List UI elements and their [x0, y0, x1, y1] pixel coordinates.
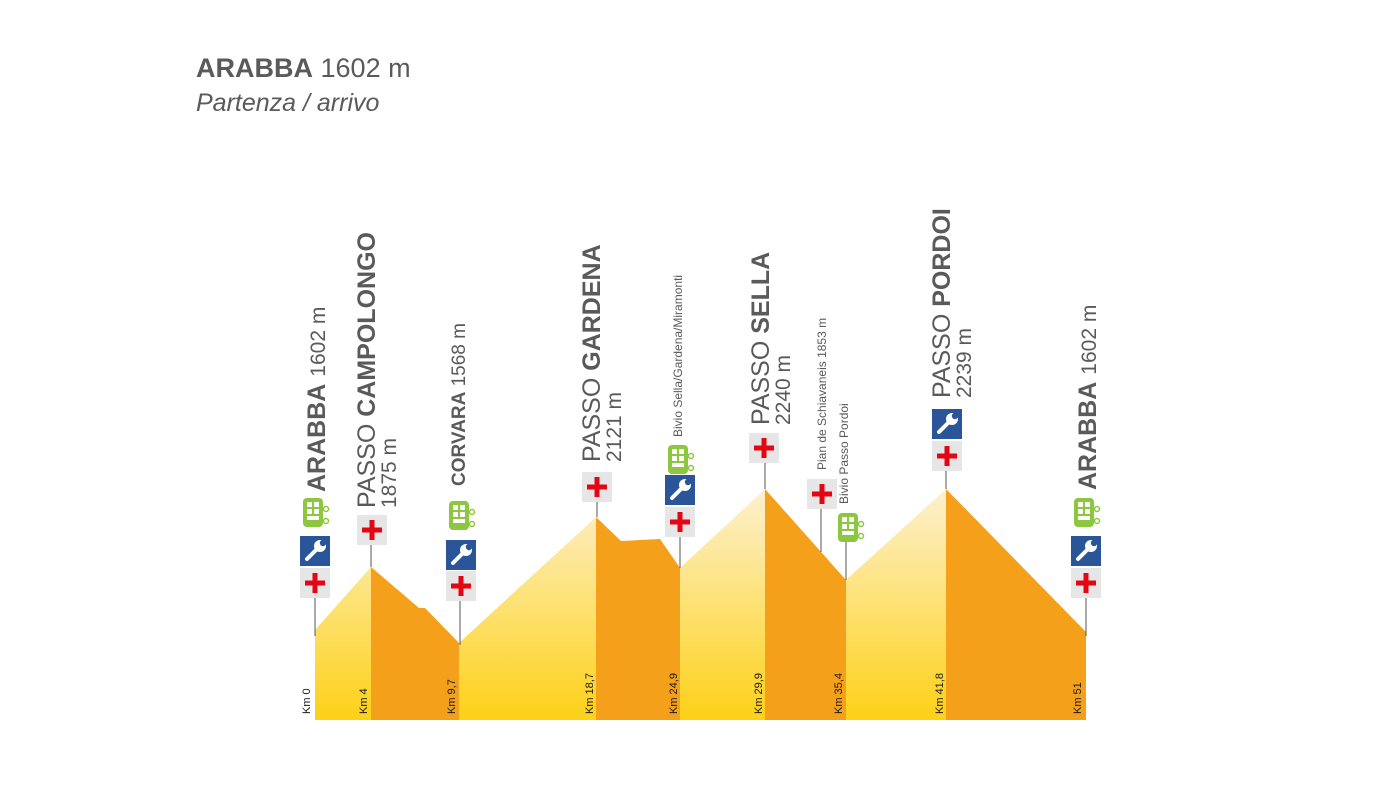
descent-segment-gardena — [596, 517, 680, 720]
bus-icon — [1074, 498, 1101, 527]
repair-icon — [932, 409, 962, 439]
descent-segment-pordoi — [946, 489, 1086, 720]
bus-icon — [838, 513, 865, 542]
repair-icon — [665, 475, 695, 505]
page-title: ARABBA 1602 m — [196, 52, 411, 84]
first-aid-icon — [807, 479, 837, 509]
label-campolongo-elevation: 1875 m — [378, 437, 401, 508]
km-label: Km 4 — [358, 688, 370, 714]
first-aid-icon — [446, 571, 476, 601]
km-label: Km 29,9 — [753, 673, 765, 714]
label-bivio-pordoi: Bivio Passo Pordoi — [837, 403, 851, 504]
label-passo-pordoi: PASSO PORDOI — [928, 208, 956, 398]
label-arabba-start: ARABBA 1602 m — [303, 306, 331, 492]
label-pordoi-elevation: 2239 m — [953, 327, 976, 398]
label-arabba-end: ARABBA 1602 m — [1074, 304, 1102, 490]
km-label: Km 9,7 — [446, 679, 458, 714]
first-aid-icon — [749, 433, 779, 463]
title-block: ARABBA 1602 m Partenza / arrivo — [196, 52, 411, 120]
first-aid-icon — [665, 507, 695, 537]
first-aid-icon — [582, 472, 612, 502]
bus-icon — [449, 501, 476, 530]
repair-icon — [300, 536, 330, 566]
title-elevation: 1602 m — [320, 53, 411, 83]
label-sella-elevation: 2240 m — [772, 354, 795, 425]
label-pian-de-schiavaneis: Pian de Schiavaneis 1853 m — [815, 317, 829, 470]
km-label: Km 51 — [1072, 682, 1084, 714]
km-label: Km 35,4 — [833, 673, 845, 714]
first-aid-icon — [1071, 568, 1101, 598]
first-aid-icon — [932, 441, 962, 471]
label-passo-campolongo: PASSO CAMPOLONGO — [353, 232, 381, 508]
km-label: Km 0 — [301, 688, 313, 714]
bus-icon — [303, 498, 330, 527]
repair-icon — [446, 540, 476, 570]
label-passo-sella: PASSO SELLA — [747, 251, 775, 425]
title-place: ARABBA — [196, 53, 313, 83]
climb-area — [315, 489, 946, 720]
descent-segment-campolongo — [371, 567, 459, 720]
page-subtitle: Partenza / arrivo — [196, 89, 380, 117]
service-icons — [300, 409, 1101, 601]
label-corvara: CORVARA 1568 m — [449, 323, 470, 486]
descent-segment-sella — [765, 489, 846, 720]
first-aid-icon — [357, 515, 387, 545]
first-aid-icon — [300, 568, 330, 598]
km-label: Km 41,8 — [934, 673, 946, 714]
bus-icon — [668, 445, 695, 474]
repair-icon — [1071, 536, 1101, 566]
label-bivio-sella: Bivio Sella/Gardena/Miramonti — [671, 274, 685, 437]
marker-lines — [314, 462, 1087, 645]
label-gardena-elevation: 2121 m — [603, 391, 626, 462]
km-label: Km 24,9 — [668, 673, 680, 714]
km-label: Km 18,7 — [584, 673, 596, 714]
label-passo-gardena: PASSO GARDENA — [578, 244, 606, 462]
